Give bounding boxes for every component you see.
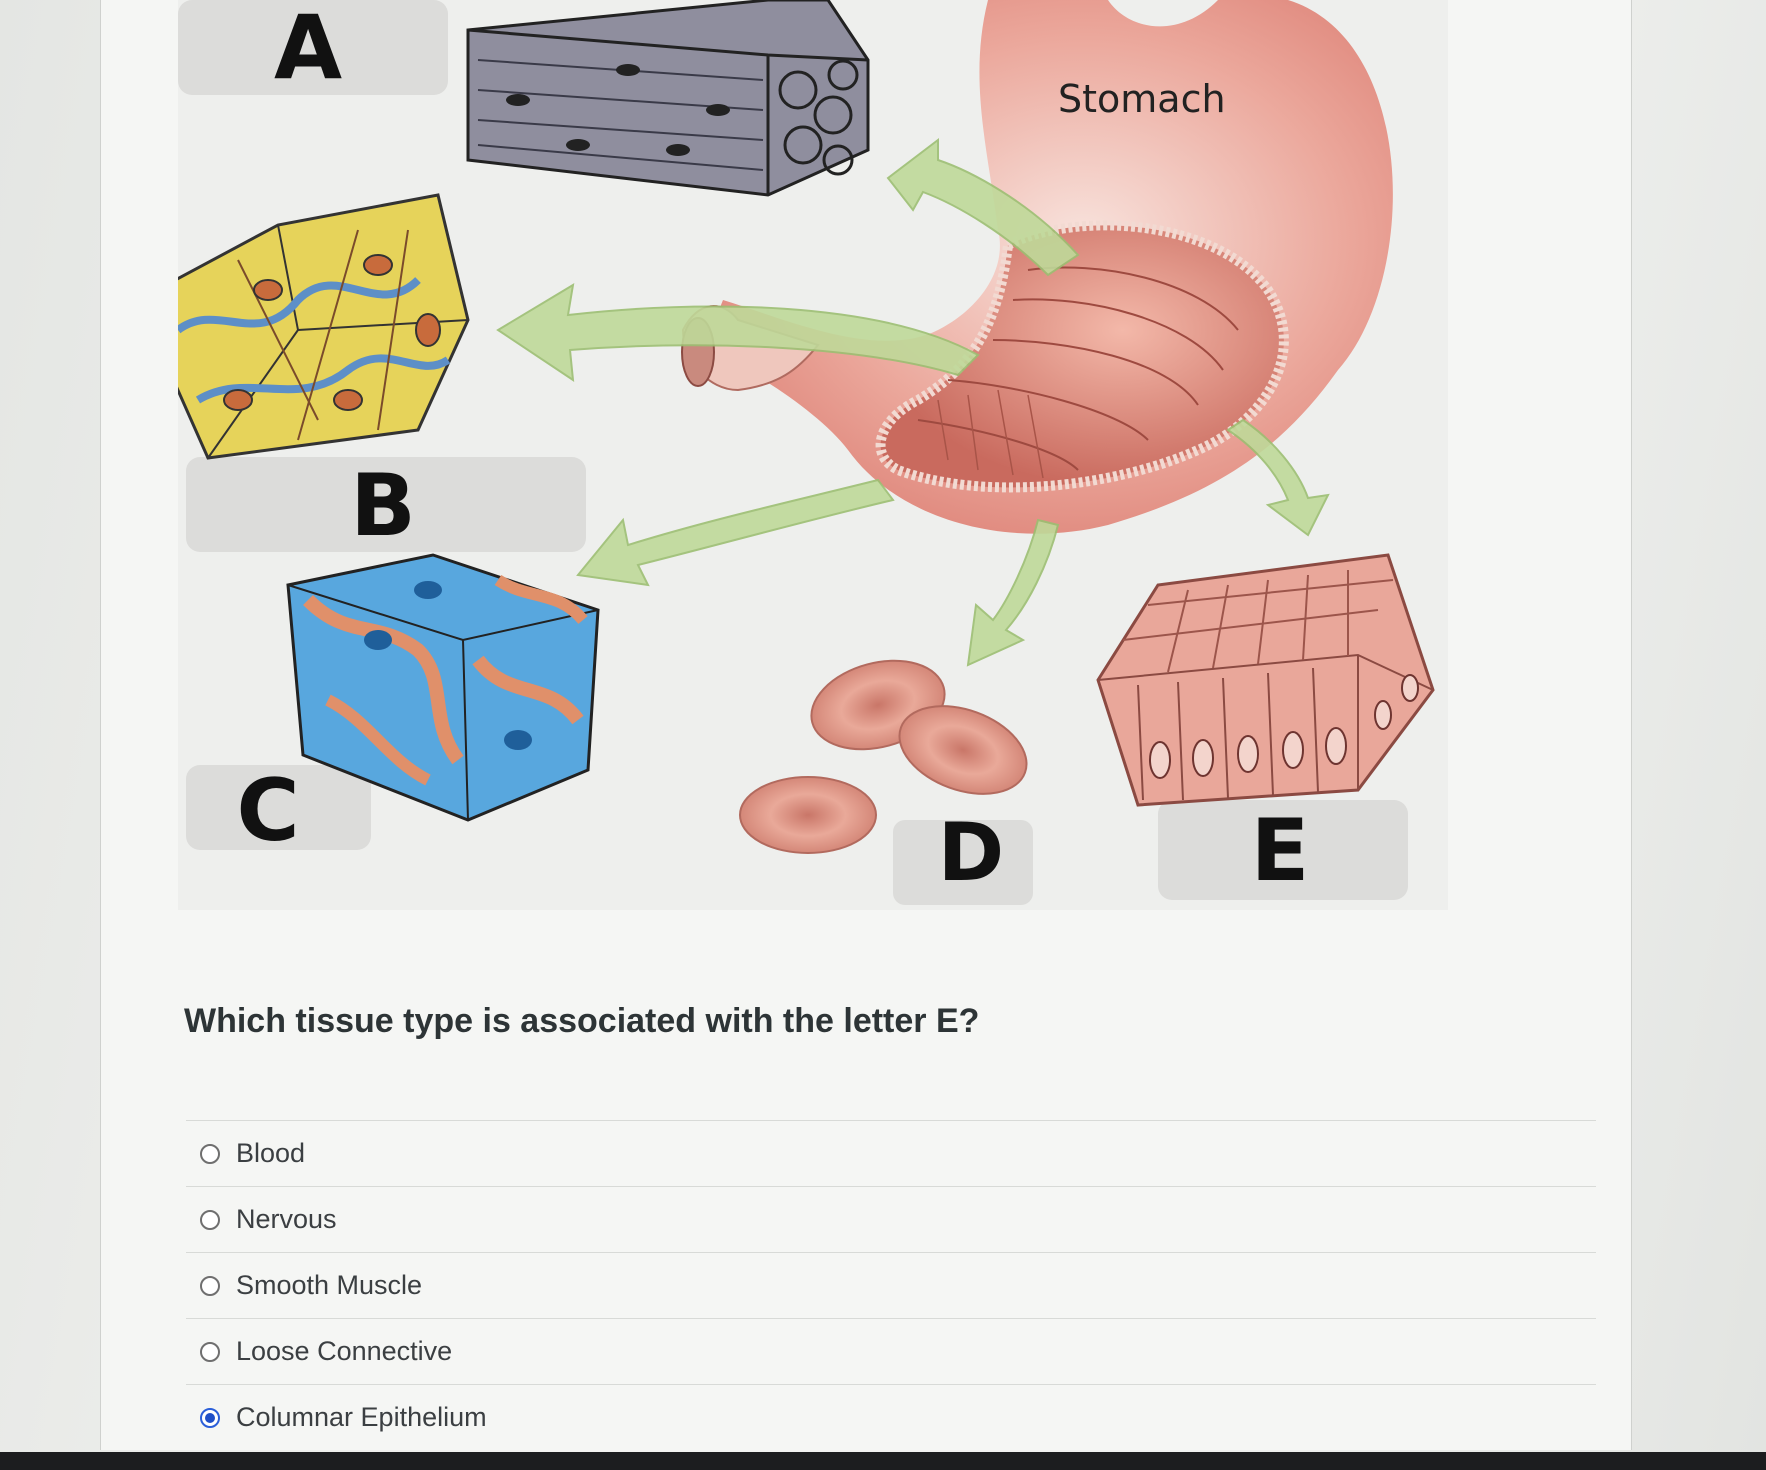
screen-bezel (0, 1452, 1766, 1470)
answer-label-smooth-muscle: Smooth Muscle (236, 1270, 422, 1301)
answer-option-loose-connective[interactable]: Loose Connective (186, 1318, 1596, 1384)
radio-button-nervous[interactable] (200, 1210, 220, 1230)
question-text: Which tissue type is associated with the… (184, 1002, 979, 1041)
answer-label-loose-connective: Loose Connective (236, 1336, 452, 1367)
radio-button-smooth-muscle[interactable] (200, 1276, 220, 1296)
radio-button-loose-connective[interactable] (200, 1342, 220, 1362)
figure-svg: Stomach (178, 0, 1448, 910)
answer-list: Blood Nervous Smooth Muscle Loose Connec… (186, 1120, 1596, 1450)
answer-label-nervous: Nervous (236, 1204, 337, 1235)
figure-label-d: D (938, 806, 1004, 899)
answer-option-nervous[interactable]: Nervous (186, 1186, 1596, 1252)
answer-option-smooth-muscle[interactable]: Smooth Muscle (186, 1252, 1596, 1318)
answer-option-columnar-epithelium[interactable]: Columnar Epithelium (186, 1384, 1596, 1450)
answer-option-blood[interactable]: Blood (186, 1120, 1596, 1186)
stomach-tissue-figure: Stomach (178, 0, 1448, 910)
stomach-label: Stomach (1058, 77, 1226, 121)
figure-label-a: A (274, 0, 342, 99)
answer-label-blood: Blood (236, 1138, 305, 1169)
radio-button-blood[interactable] (200, 1144, 220, 1164)
figure-label-c: C (236, 761, 299, 861)
tissue-block-a-smooth-muscle (468, 0, 868, 195)
figure-label-e: E (1251, 801, 1310, 901)
radio-button-columnar-epithelium[interactable] (200, 1408, 220, 1428)
figure-label-b: B (350, 456, 416, 556)
answer-label-columnar-epithelium: Columnar Epithelium (236, 1402, 487, 1433)
